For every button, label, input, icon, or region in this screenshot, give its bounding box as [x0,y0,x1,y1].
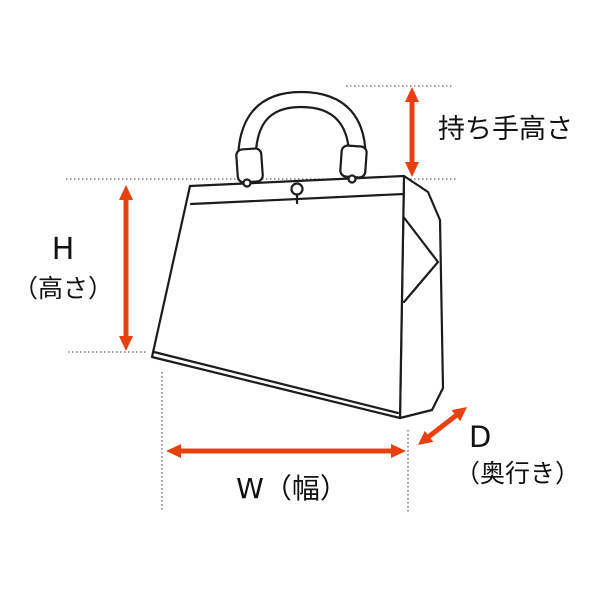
depth-name: （奥行き） [455,458,581,488]
bag-handle-tab-right [339,144,368,179]
width-arrow [166,444,406,458]
depth-label: D （奥行き） [455,420,580,489]
bag-rivet-left [242,178,252,188]
width-label: W（幅） [236,472,348,505]
bag-handle-tab-left [235,147,264,184]
height-letter: H [51,232,75,267]
height-label: H （高さ） [10,232,116,304]
bag-clasp [290,182,304,196]
bag-rivet-right [347,174,357,184]
height-arrow [119,185,133,351]
bag-illustration [150,90,445,420]
handle-height-arrow [405,87,419,177]
depth-letter: D [469,420,492,454]
bag-gusset [398,174,445,420]
handle-height-label: 持ち手高さ [438,114,573,145]
height-name: （高さ） [12,274,113,303]
depth-arrow [418,407,467,445]
bag-gusset-pleat [400,213,440,304]
bag-bottom-piping [152,350,400,415]
bag-front-panel [150,174,406,420]
dimension-arrows [119,87,467,458]
